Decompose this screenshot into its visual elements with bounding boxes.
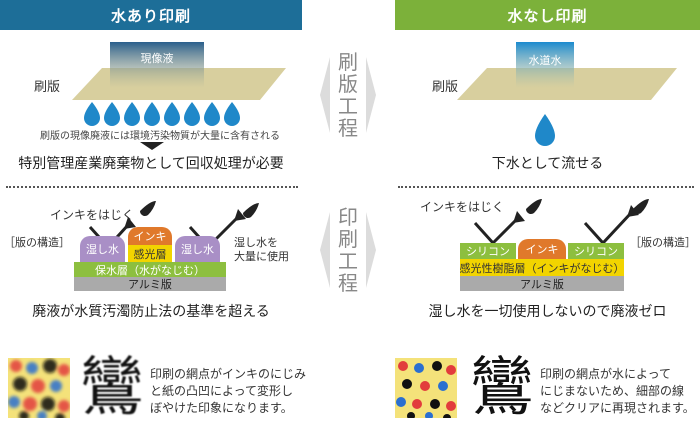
right-structure-label: ［版の構造］ — [630, 236, 696, 249]
left-bottom-text: 廃液が水質汚濁防止法の基準を超える — [32, 304, 270, 320]
tap-water-column — [516, 42, 574, 88]
left-repel-label: インキをはじく — [50, 208, 135, 222]
left-photo-layer: 感光層 — [128, 245, 172, 262]
right-plate-diagram — [457, 42, 677, 146]
left-desc-line3: ぼやけた印象になります。 — [150, 401, 293, 415]
left-description: 印刷の網点がインキのにじみ と紙の凸凹によって変形し ぼやけた印象になります。 — [150, 366, 306, 417]
right-divider — [398, 186, 694, 188]
right-plate-label: 刷版 — [432, 80, 459, 95]
right-repel-label: インキをはじく — [420, 200, 505, 214]
left-kanji-sample: 鸞 — [80, 351, 144, 425]
developer-column — [110, 42, 204, 88]
left-structure-label: ［版の構造］ — [4, 236, 70, 249]
right-kanji-sample: 鸞 — [470, 351, 534, 425]
right-bottom-text: 湿し水を一切使用しないので廃液ゼロ — [428, 304, 667, 320]
water-note-line1: 湿し水を — [234, 236, 278, 249]
left-header-title: 水あり印刷 — [110, 6, 191, 25]
resin-layer: 感光性樹脂層（インキがなじむ） — [460, 259, 625, 276]
disposal-text: 特別管理産業廃棄物として回収処理が必要 — [18, 156, 284, 172]
stage-print-process: 印刷工程 — [318, 200, 378, 300]
left-plate-label: 刷版 — [34, 80, 61, 95]
right-header-title: 水なし印刷 — [507, 6, 588, 25]
stage-plate-process: 刷版工程 — [318, 45, 378, 145]
drain-text: 下水として流せる — [491, 156, 604, 172]
waste-note: 刷版の現像廃液には環境汚染物質が大量に含有される — [40, 131, 280, 142]
silicone-left: シリコン — [460, 243, 516, 259]
right-halftone-sample — [395, 358, 457, 418]
ink-drop-icon — [140, 201, 156, 216]
left-desc-line2: と紙の凸凹によって変形し — [150, 384, 294, 398]
ink-drop-icon — [526, 199, 542, 214]
water-retaining-layer: 保水層（水がなじむ） — [74, 262, 226, 277]
left-plate-diagram — [72, 42, 286, 150]
left-aluminum-layer: アルミ版 — [74, 277, 226, 291]
double-arrow-icon — [320, 57, 376, 133]
down-triangle-icon — [140, 142, 164, 150]
right-header: 水なし印刷 — [395, 0, 700, 30]
developer-drops — [84, 102, 240, 126]
right-ink: インキ — [518, 239, 566, 259]
ink-drop-icon — [243, 203, 259, 218]
stage-plate-label: 刷版工程 — [338, 50, 358, 140]
ink-drop-icon — [633, 199, 649, 214]
right-desc-line3: などクリアに再現されます。 — [540, 401, 695, 415]
silicone-right: シリコン — [568, 243, 624, 259]
stage-print-label: 印刷工程 — [338, 205, 358, 295]
developer-label: 現像液 — [140, 52, 174, 65]
left-divider — [6, 186, 298, 188]
right-desc-line1: 印刷の網点が水によって — [540, 367, 672, 381]
double-arrow-icon — [320, 212, 376, 288]
water-note-line2: 大量に使用 — [234, 250, 289, 263]
left-dampening-right: 湿し水 — [175, 236, 220, 262]
left-ink: インキ — [128, 227, 172, 245]
right-aluminum-layer: アルミ版 — [460, 276, 624, 291]
tap-water-label: 水道水 — [528, 54, 562, 67]
right-desc-line2: にじまないため、細部の線 — [540, 384, 685, 398]
left-header: 水あり印刷 — [0, 0, 302, 30]
left-dampening-left: 湿し水 — [80, 236, 125, 262]
right-description: 印刷の網点が水によって にじまないため、細部の線 などクリアに再現されます。 — [540, 366, 695, 417]
left-desc-line1: 印刷の網点がインキのにじみ — [150, 367, 307, 381]
left-halftone-sample — [8, 358, 70, 418]
water-drop-icon — [535, 114, 555, 146]
